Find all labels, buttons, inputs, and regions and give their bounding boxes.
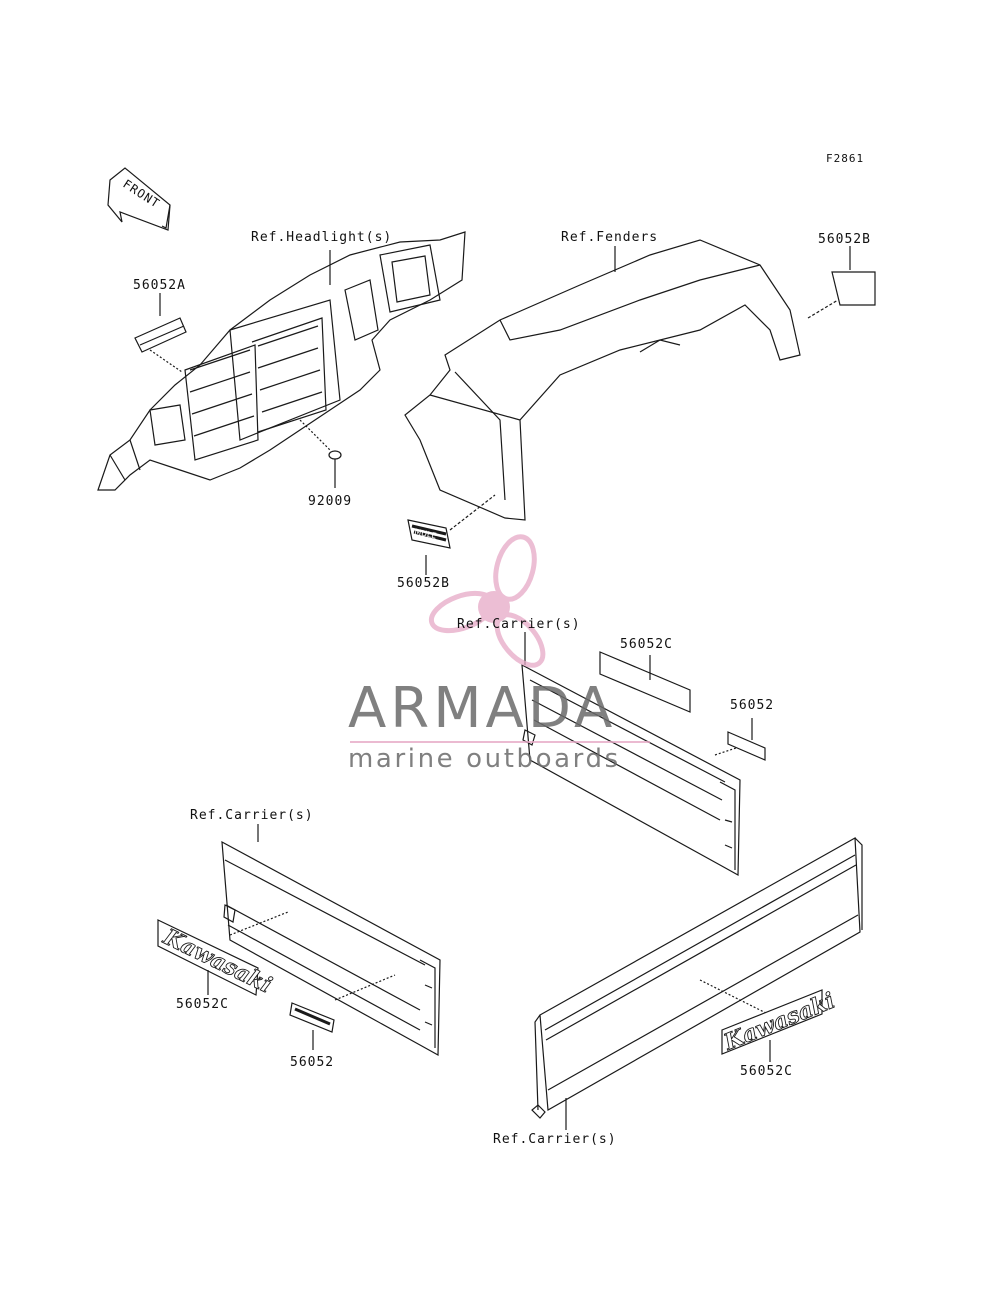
carrier-panel-top [521, 663, 741, 877]
decal-56052-right [714, 718, 766, 761]
carrier-tailgate [531, 837, 863, 1119]
carrier-panel-left [221, 840, 441, 1057]
watermark-divider [350, 741, 650, 743]
label-part-56052c-top[interactable]: 56052C [620, 637, 673, 652]
label-part-56052a[interactable]: 56052A [133, 278, 186, 293]
label-ref-carrier-bottom[interactable]: Ref.Carrier(s) [493, 1132, 617, 1147]
label-ref-fenders[interactable]: Ref.Fenders [561, 230, 659, 245]
decal-56052c-top [599, 651, 691, 713]
decal-56052b-mid [407, 494, 496, 549]
fenders-part [404, 239, 801, 521]
screw-92009 [299, 419, 342, 488]
label-ref-carrier-top[interactable]: Ref.Carrier(s) [457, 617, 581, 632]
propeller-icon [428, 534, 546, 668]
label-part-56052b-top[interactable]: 56052B [818, 232, 871, 247]
front-arrow-icon: FRONT [107, 167, 171, 231]
figure-code: F2861 [826, 152, 865, 165]
label-ref-headlights[interactable]: Ref.Headlight(s) [251, 230, 393, 245]
label-part-56052c-left[interactable]: 56052C [176, 997, 229, 1012]
label-part-56052c-right[interactable]: 56052C [740, 1064, 793, 1079]
label-part-92009[interactable]: 92009 [308, 494, 353, 509]
decal-56052c-right [721, 989, 823, 1055]
decal-56052b-top [807, 271, 876, 319]
decal-56052-left [289, 1002, 335, 1050]
headlight-cowl-part [97, 231, 466, 491]
label-part-56052-left[interactable]: 56052 [290, 1055, 335, 1070]
label-ref-carrier-left[interactable]: Ref.Carrier(s) [190, 808, 314, 823]
watermark-subtitle: marine outboards [348, 744, 621, 774]
decal-56052a [134, 317, 187, 373]
label-part-56052b-mid[interactable]: 56052B [397, 576, 450, 591]
decal-56052c-left [157, 919, 259, 996]
label-part-56052-right[interactable]: 56052 [730, 698, 775, 713]
watermark-title: ARMADA [348, 676, 617, 741]
